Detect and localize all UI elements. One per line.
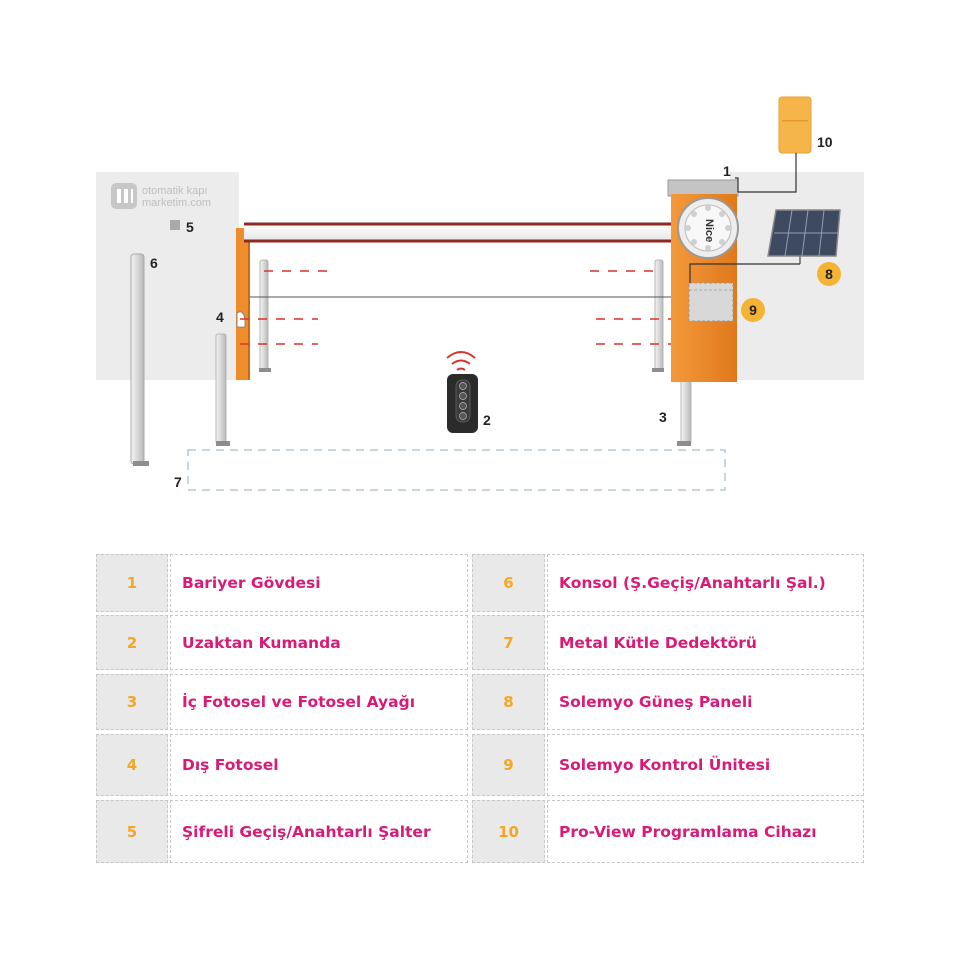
callout-10: 10: [817, 134, 833, 150]
legend-label: Şifreli Geçiş/Anahtarlı Şalter: [170, 800, 468, 863]
callout-2: 2: [483, 412, 491, 428]
legend-label: Pro-View Programlama Cihazı: [547, 800, 864, 863]
remote-control-icon: [446, 351, 478, 433]
metal-mass-detector-loop: [187, 449, 726, 491]
legend-number: 5: [96, 800, 168, 863]
control-unit: [688, 282, 734, 322]
barrier-installation-diagram: otomatik kapı marketim.com: [96, 96, 864, 491]
callout-8: 8: [825, 266, 833, 282]
legend-number: 2: [96, 615, 168, 670]
legend-number: 7: [472, 615, 545, 670]
right-wall: [730, 172, 864, 380]
pro-view-device: [778, 96, 812, 154]
legend-table: 1 Bariyer Gövdesi 2 Uzaktan Kumanda 3 İç…: [96, 554, 864, 864]
legend-number: 8: [472, 674, 545, 730]
barrier-brand-label: Nice: [703, 219, 715, 242]
key-switch-icon: [170, 220, 180, 230]
barrier-body: Nice: [667, 179, 739, 382]
legend-label: Bariyer Gövdesi: [170, 554, 468, 612]
legend-label: Solemyo Kontrol Ünitesi: [547, 734, 864, 796]
logo-line1: otomatik kapı: [142, 185, 207, 197]
callout-4: 4: [216, 309, 224, 325]
legend-number: 6: [472, 554, 545, 612]
outer-photocell-post: [215, 333, 230, 446]
legend-label: Konsol (Ş.Geçiş/Anahtarlı Şal.): [547, 554, 864, 612]
callout-6: 6: [150, 255, 158, 271]
solar-panel: [767, 209, 841, 264]
brand-logo: otomatik kapı marketim.com: [111, 183, 211, 209]
callout-9-badge: 9: [741, 298, 765, 322]
legend-number: 9: [472, 734, 545, 796]
boom-arm: [244, 222, 684, 243]
body-callout-line: [735, 177, 739, 192]
legend-label: Dış Fotosel: [170, 734, 468, 796]
legend-label: Uzaktan Kumanda: [170, 615, 468, 670]
callout-9: 9: [749, 302, 757, 318]
legend-label: İç Fotosel ve Fotosel Ayağı: [170, 674, 468, 730]
legend-label: Solemyo Güneş Paneli: [547, 674, 864, 730]
photocell-beams: [240, 270, 676, 345]
legend-number: 10: [472, 800, 545, 863]
legend-label: Metal Kütle Dedektörü: [547, 615, 864, 670]
callout-8-badge: 8: [817, 262, 841, 286]
console-post: [130, 253, 149, 466]
legend-number: 1: [96, 554, 168, 612]
legend-number: 4: [96, 734, 168, 796]
right-photocell-post: [652, 259, 664, 372]
callout-5: 5: [186, 219, 194, 235]
callout-1: 1: [723, 163, 731, 179]
callout-3: 3: [659, 409, 667, 425]
solar-cable: [689, 263, 800, 283]
legend-number: 3: [96, 674, 168, 730]
device-cable: [738, 153, 797, 193]
left-orange-pillar: [236, 228, 250, 380]
left-photocell-post: [259, 259, 271, 372]
callout-7: 7: [174, 474, 182, 490]
logo-line2: marketim.com: [142, 197, 211, 209]
